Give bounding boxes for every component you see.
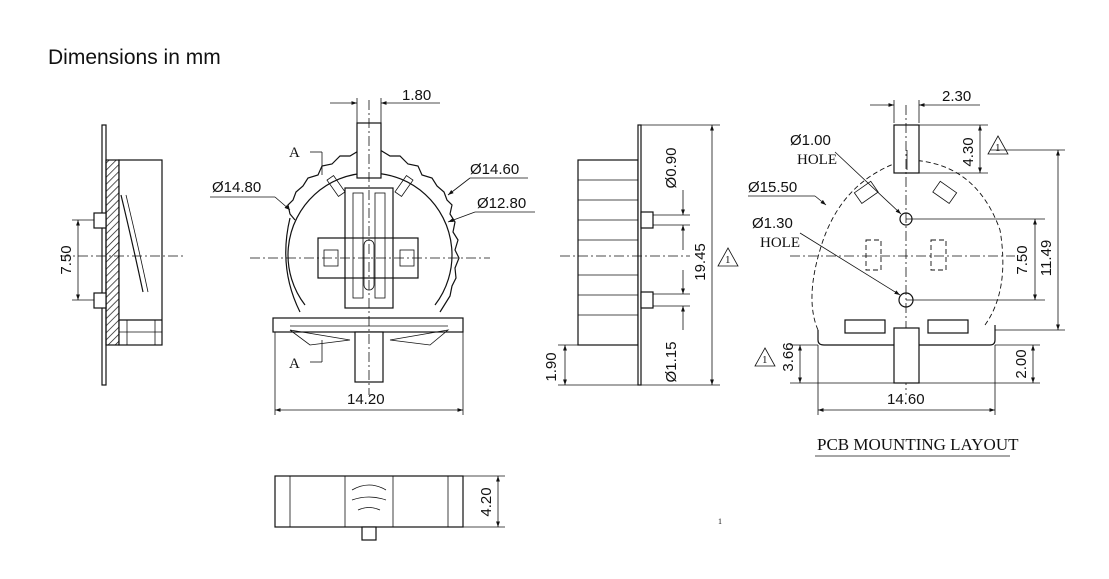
pcb-pitch-label: 7.50	[1014, 245, 1031, 274]
bottom-view-pin	[361, 526, 377, 541]
pcb-layout: 2.30 4.30 1 Ø1.00 HOLE Ø15.50 Ø1.30 HOLE…	[718, 88, 1065, 526]
pcb-bottom-offset-label: 2.00	[1013, 349, 1030, 378]
profile-view: Ø0.90 Ø1.15 19.45 1 1.90	[543, 124, 739, 386]
pcb-outline-dia-label: Ø15.50	[748, 179, 797, 196]
side-view-pin-upper	[93, 212, 107, 229]
pcb-note-number-bottom: 1	[762, 354, 768, 366]
pcb-top-width-label: 2.30	[942, 88, 971, 105]
front-view-top-width-label: 1.80	[402, 87, 431, 104]
side-view-height-label: 7.50	[58, 245, 75, 274]
front-view-serrated-rim	[287, 149, 460, 313]
bottom-view: 4.20	[274, 475, 505, 541]
front-view-inner-dia-label: Ø12.80	[477, 195, 526, 212]
side-view: 7.50	[58, 124, 185, 386]
pcb-bottom-pad	[893, 327, 920, 384]
svg-text:1: 1	[718, 517, 722, 526]
profile-view-note-triangle	[717, 247, 739, 267]
pcb-hole-large-label: Ø1.30	[752, 215, 793, 232]
pcb-hole-small-word: HOLE	[797, 152, 837, 168]
front-view: A A 1.80 Ø14.80 Ø14.60 Ø12.80 14.20	[210, 87, 535, 415]
profile-view-plate	[637, 124, 642, 386]
bottom-view-height-label: 4.20	[478, 487, 495, 516]
pcb-layout-caption: PCB MOUNTING LAYOUT	[817, 435, 1019, 454]
front-view-rim-dia-label: Ø14.60	[470, 161, 519, 178]
side-view-hatched-section	[105, 159, 120, 346]
pcb-hole-small-label: Ø1.00	[790, 132, 831, 149]
profile-view-body	[577, 159, 639, 346]
section-marker-bottom: A	[289, 356, 300, 372]
bottom-view-body	[274, 475, 464, 528]
section-marker-top: A	[289, 145, 300, 161]
profile-view-foot-label: 1.90	[543, 352, 560, 381]
front-view-base	[272, 317, 464, 333]
page-title: Dimensions in mm	[48, 46, 221, 69]
side-view-pin-lower	[93, 292, 107, 309]
pcb-tab-label: 3.66	[780, 342, 797, 371]
profile-view-note-number: 1	[725, 254, 731, 266]
profile-view-pin-dia-bottom-label: Ø1.15	[663, 342, 680, 383]
pcb-top-pad	[893, 124, 920, 174]
front-view-width-label: 14.20	[347, 391, 385, 408]
side-view-spring-contact	[120, 194, 144, 293]
pcb-note-number-top: 1	[995, 142, 1001, 154]
pcb-outline	[811, 159, 1004, 331]
pcb-hole-large-word: HOLE	[760, 235, 800, 251]
front-view-inner-circle	[287, 172, 453, 306]
pcb-overall-label: 11.49	[1038, 240, 1055, 276]
profile-view-pin-upper	[640, 211, 654, 229]
side-view-body	[118, 159, 163, 346]
bottom-view-contact	[351, 484, 387, 511]
pcb-width-label: 14.60	[887, 391, 925, 408]
pcb-top-height-label: 4.30	[960, 137, 977, 166]
front-view-outer-dia-label: Ø14.80	[212, 179, 261, 196]
profile-view-pin-dia-top-label: Ø0.90	[663, 148, 680, 189]
profile-view-height-label: 19.45	[692, 243, 709, 281]
profile-view-pin-lower	[640, 291, 654, 309]
